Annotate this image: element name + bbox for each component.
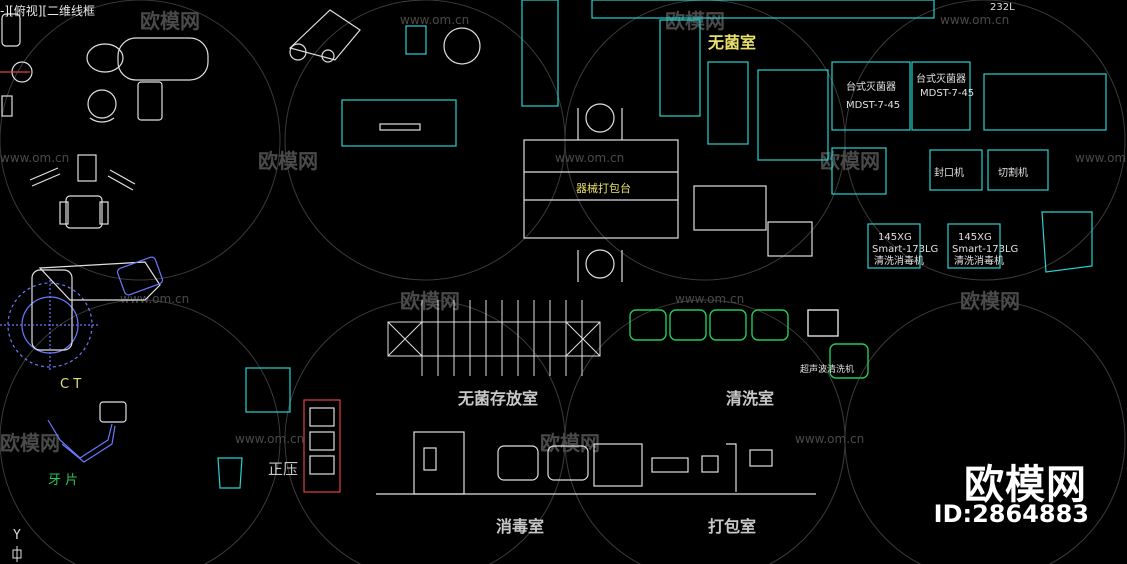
watermark-site-text: www.om.cn (120, 292, 189, 306)
room-labels: 无菌室 无菌存放室 清洗室 消毒室 打包室 (457, 33, 774, 536)
watermark-brand-text: 欧模网 (960, 289, 1020, 313)
washer-model-a: Smart-173LG (872, 244, 938, 255)
watermark-brand-text: 欧模网 (0, 431, 60, 455)
room-washing: 清洗室 (726, 389, 774, 408)
cleaner-a-label: 清洗消毒机 (874, 254, 924, 267)
watermark-texts: 欧模网 欧模网 欧模网 欧模网 欧模网 欧模网 欧模网 欧模网 (0, 9, 1020, 455)
viewport-label[interactable]: -][俯视][二维线框 (0, 4, 96, 18)
room-aseptic: 无菌室 (707, 33, 756, 52)
sterilizer-a-label: 台式灭菌器 (846, 80, 896, 93)
watermark-brand-text: 欧模网 (665, 9, 725, 33)
watermark-brand-text: 欧模网 (258, 149, 318, 173)
top-equipment[interactable] (288, 0, 559, 147)
unit-232l-label: 232L (990, 2, 1015, 13)
aseptic-texts: 台式灭菌器 台式灭菌器 MDST-7-45 MDST-7-45 封口机 切割机 … (846, 2, 1028, 267)
aseptic-room-equipment[interactable] (591, 0, 1107, 273)
watermark-sites: www.om.cn www.om.cn www.om.cn www.om.cn … (0, 13, 1127, 446)
watermark-site-text: www.om.cn (0, 151, 69, 165)
cutter-label: 切割机 (998, 166, 1028, 179)
ct-machine[interactable] (0, 256, 164, 370)
pressure-cabinet[interactable] (217, 367, 341, 493)
watermark-site-text: www.om.cn (235, 432, 304, 446)
watermark-brand: 欧模网 (964, 462, 1087, 508)
left-text-labels: C T 牙 片 (48, 377, 81, 488)
y-axis-label: Y (13, 528, 21, 543)
dental-chair-block[interactable] (1, 13, 209, 229)
watermark-brand-text: 欧模网 (820, 149, 880, 173)
room-packing: 打包室 (708, 517, 756, 536)
dental-xray[interactable] (47, 401, 127, 463)
ct-label: C T (60, 377, 81, 392)
dental-film-label: 牙 片 (48, 473, 78, 488)
pressure-label: 正压 (268, 460, 298, 478)
sealer-label: 封口机 (934, 166, 964, 179)
cleaner-b-label: 清洗消毒机 (954, 254, 1004, 267)
instrument-packing-table[interactable] (523, 103, 679, 282)
watermark-brand-text: 欧模网 (140, 9, 200, 33)
watermark-site-text: www.om.cn (940, 13, 1009, 27)
watermark-site-text: www.om.cn (400, 13, 469, 27)
washing-sinks[interactable] (629, 309, 869, 379)
watermark-site-text: www.om.cn (1075, 151, 1127, 165)
watermark-brand-text: 欧模网 (400, 289, 460, 313)
ucs-icon (12, 546, 22, 562)
model-b-label: MDST-7-45 (920, 88, 974, 99)
watermark-id: ID:2864883 (933, 500, 1089, 528)
sterilizer-b-label: 台式灭菌器 (916, 72, 966, 85)
bottom-equipment[interactable] (376, 431, 816, 495)
model-a-label: MDST-7-45 (846, 100, 900, 111)
washer-size-a: 145XG (878, 232, 912, 243)
watermark-brand-text: 欧模网 (540, 431, 600, 455)
instrument-table-label: 器械打包台 (576, 181, 631, 195)
room-aseptic-storage: 无菌存放室 (457, 389, 538, 408)
storage-rack[interactable] (387, 300, 601, 376)
washer-model-b: Smart-173LG (952, 244, 1018, 255)
watermark-site-text: www.om.cn (555, 151, 624, 165)
watermark-site-text: www.om.cn (675, 292, 744, 306)
room-disinfection: 消毒室 (496, 517, 544, 536)
watermark-site-text: www.om.cn (795, 432, 864, 446)
washer-size-b: 145XG (958, 232, 992, 243)
ultrasonic-label: 超声波清洗机 (800, 363, 854, 375)
